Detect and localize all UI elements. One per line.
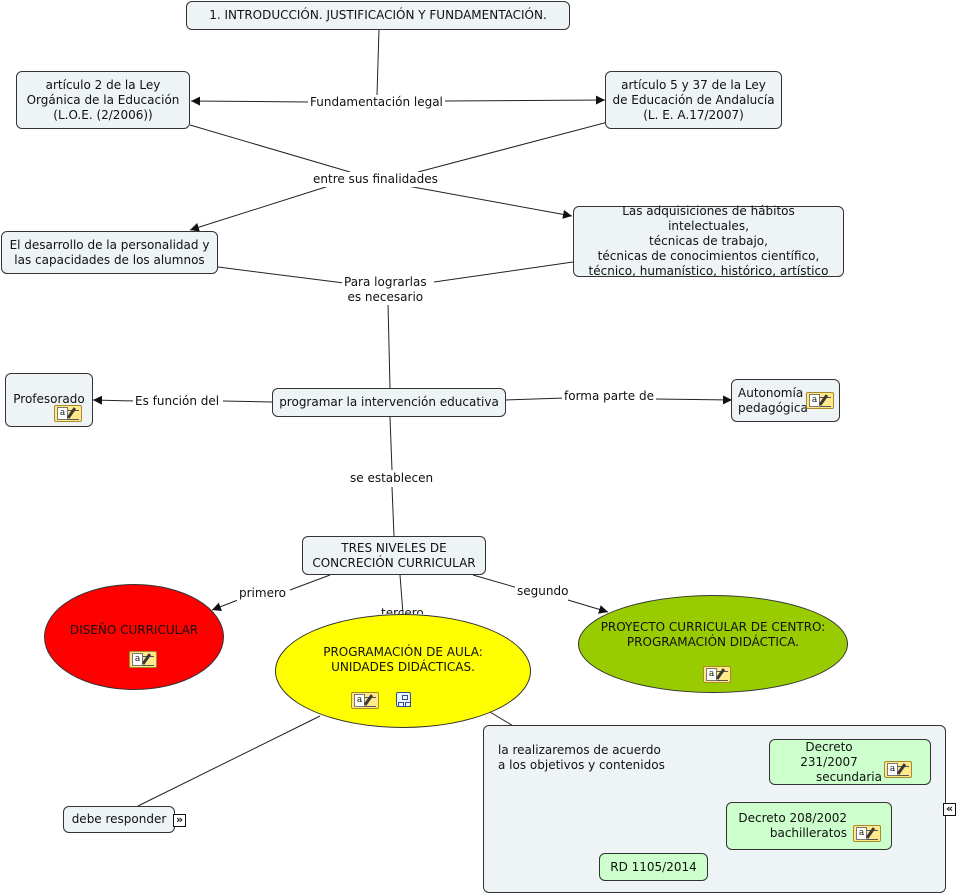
link-forma-parte-de: forma parte de [562,389,656,404]
programar-text: programar la intervención educativa [279,395,499,409]
note-icon[interactable]: a [351,692,379,709]
note-icon[interactable]: a [884,761,912,778]
desarrollo-line-2: las capacidades de los alumnos [14,252,205,267]
link-entre-sus-finalidades: entre sus finalidades [311,172,440,187]
link-para-lograrlas: Para lograrlas es necesario [342,275,429,305]
autonomia-node[interactable]: Autonomía pedagógica [731,379,840,422]
adquisiciones-node[interactable]: Las adquisiciones de hábitos intelectual… [573,204,844,278]
intro-title-node[interactable]: 1. INTRODUCCIÓN. JUSTIFICACIÓN Y FUNDAME… [186,1,570,30]
loe-line-2: Orgánica de la Educación [26,92,180,107]
concept-map-icon[interactable] [396,692,411,707]
autonomia-line-1: Autonomía [738,385,804,400]
niveles-line-2: CONCRECIÓN CURRICULAR [312,555,476,570]
link-segundo: segundo [515,584,571,599]
note-icon[interactable]: a [703,666,731,683]
rd-text: RD 1105/2014 [610,859,697,874]
diseno-curricular-node[interactable]: DISEÑO CURRICULAR [44,584,224,690]
niveles-line-1: TRES NIVELES DE [341,540,447,555]
profesorado-text: Profesorado [13,392,85,406]
programacion-aula-node[interactable]: PROGRAMACIÓN DE AULA: UNIDADES DIDÁCTICA… [275,614,531,728]
link-primero: primero [237,586,288,601]
aula-line-2: UNIDADES DIDÁCTICAS. [331,660,475,674]
lea-node[interactable]: artículo 5 y 37 de la Ley de Educación d… [605,71,782,129]
decreto-208-line-1: Decreto 208/2002 [738,811,847,825]
rd-1105-node[interactable]: RD 1105/2014 [599,853,708,881]
link-la-realizaremos: la realizaremos de acuerdo a los objetiv… [498,743,665,772]
lea-line-1: artículo 5 y 37 de la Ley [621,77,766,92]
lea-line-2: de Educación de Andalucía [612,92,775,107]
expand-icon[interactable]: » [173,814,186,827]
debe-responder-text: debe responder [71,812,167,826]
diseno-text: DISEÑO CURRICULAR [69,622,199,637]
aula-line-1: PROGRAMACIÓN DE AULA: [323,645,483,659]
proyecto-curricular-node[interactable]: PROYECTO CURRICULAR DE CENTRO: PROGRAMAC… [578,595,848,693]
loe-line-1: artículo 2 de la Ley [45,77,161,92]
desarrollo-line-1: El desarrollo de la personalidad y [9,237,210,252]
adquisiciones-line-3: técnicas de conocimientos científico, [597,249,820,263]
link-es-funcion-del: Es función del [133,394,222,409]
note-icon[interactable]: a [806,392,834,409]
note-icon[interactable]: a [54,405,82,422]
decreto-208-line-2: bachilleratos [769,826,847,840]
link-se-establecen: se establecen [348,471,436,486]
proyecto-line-2: PROGRAMACIÓN DIDÁCTICA. [626,635,800,649]
lea-line-3: (L. E. A.17/2007) [643,107,744,122]
collapse-icon[interactable]: « [943,803,956,816]
autonomia-line-2: pedagógica [738,400,808,415]
programar-node[interactable]: programar la intervención educativa [272,388,506,417]
decreto-231-line-2: secundaria [815,769,882,784]
debe-responder-node[interactable]: debe responder [63,806,175,833]
adquisiciones-line-2: técnicas de trabajo, [649,234,768,248]
adquisiciones-line-4: técnico, humanístico, histórico, artísti… [588,264,829,278]
link-fundamentacion-legal: Fundamentación legal [308,95,445,110]
loe-line-3: (L.O.E. (2/2006)) [53,107,153,122]
intro-title-text: 1. INTRODUCCIÓN. JUSTIFICACIÓN Y FUNDAME… [209,8,547,22]
link-tercero: tercero [381,606,424,614]
note-icon[interactable]: a [129,651,157,668]
adquisiciones-line-1: Las adquisiciones de hábitos intelectual… [622,204,795,233]
proyecto-line-1: PROYECTO CURRICULAR DE CENTRO: [600,620,826,634]
note-icon[interactable]: a [853,825,881,842]
desarrollo-node[interactable]: El desarrollo de la personalidad y las c… [1,231,218,274]
loe-node[interactable]: artículo 2 de la Ley Orgánica de la Educ… [16,71,190,129]
decreto-231-line-1: Decreto 231/2007 [800,739,858,769]
niveles-node[interactable]: TRES NIVELES DE CONCRECIÓN CURRICULAR [302,536,486,575]
